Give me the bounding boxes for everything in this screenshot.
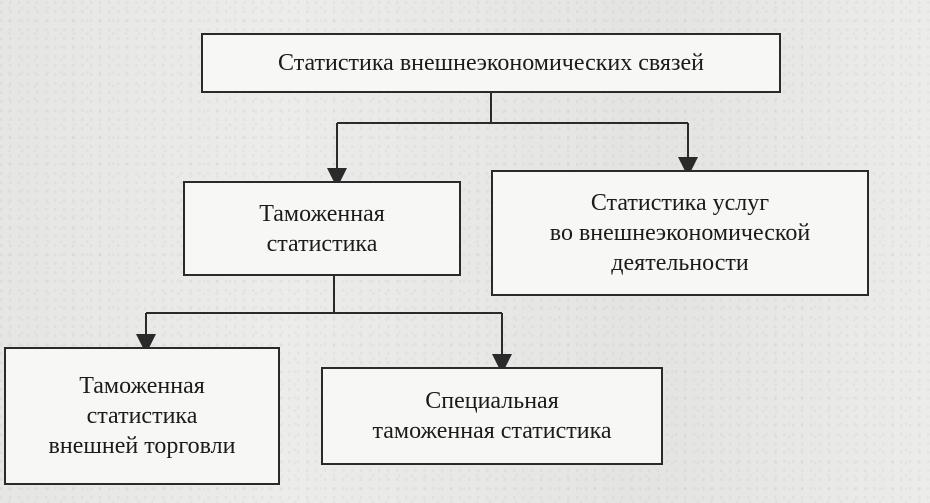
services-statistics-node: Статистика услуг во внешнеэкономической …: [491, 170, 869, 296]
special-customs-statistics-node: Специальная таможенная статистика: [321, 367, 663, 465]
customs-statistics-node: Таможенная статистика: [183, 181, 461, 276]
foreign-trade-statistics-label: Таможенная статистика внешней торговли: [48, 373, 236, 459]
root-label: Статистика внешнеэкономических связей: [278, 50, 704, 76]
root-node: Статистика внешнеэкономических связей: [201, 33, 781, 93]
customs-statistics-label: Таможенная статистика: [259, 200, 385, 257]
special-customs-statistics-label: Специальная таможенная статистика: [372, 388, 612, 444]
services-statistics-label: Статистика услуг во внешнеэкономической …: [549, 190, 811, 276]
foreign-trade-statistics-node: Таможенная статистика внешней торговли: [4, 347, 280, 485]
